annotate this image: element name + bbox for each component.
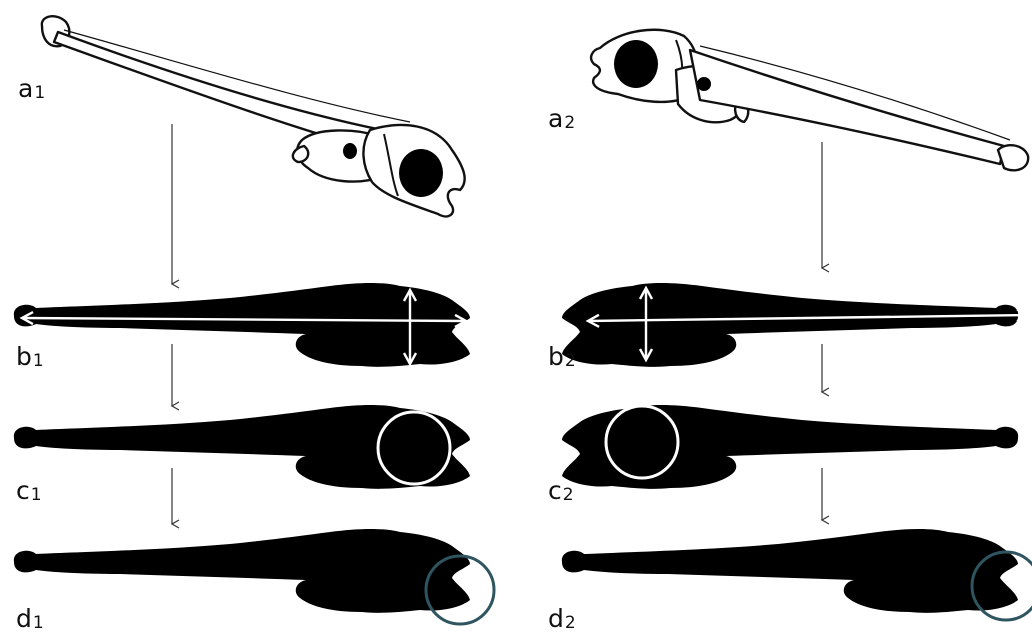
eye-a2 (614, 40, 658, 88)
label-c2-letter: c (548, 476, 562, 505)
label-d2: d2 (548, 606, 576, 631)
label-b1: b1 (16, 344, 44, 369)
label-d2-letter: d (548, 604, 564, 633)
label-d1-sub: 1 (33, 613, 44, 633)
label-a1: a1 (18, 76, 45, 101)
silhouette-d2 (562, 529, 1018, 613)
label-b2: b2 (548, 344, 576, 369)
label-d1: d1 (16, 606, 44, 631)
swim-bladder-a2 (697, 77, 711, 91)
larva-drawing-a1 (42, 16, 465, 216)
label-d1-letter: d (16, 604, 32, 633)
silhouette-c1 (14, 405, 470, 489)
label-b2-sub: 2 (565, 351, 576, 371)
label-d2-sub: 2 (565, 613, 576, 633)
silhouette-b1 (14, 283, 470, 367)
label-c1-letter: c (16, 476, 30, 505)
label-b2-letter: b (548, 342, 564, 371)
label-b1-sub: 1 (33, 351, 44, 371)
label-c2-sub: 2 (563, 485, 574, 505)
label-c1: c1 (16, 478, 42, 503)
label-a2: a2 (548, 106, 575, 131)
label-c2: c2 (548, 478, 574, 503)
swim-bladder-a1 (343, 143, 357, 159)
silhouette-d1 (14, 529, 470, 613)
eye-a1 (399, 149, 443, 197)
label-c1-sub: 1 (31, 485, 42, 505)
label-a1-letter: a (18, 74, 33, 103)
label-a1-sub: 1 (34, 83, 45, 103)
silhouette-b2 (562, 283, 1028, 367)
label-a2-letter: a (548, 104, 563, 133)
label-b1-letter: b (16, 342, 32, 371)
larva-drawing-a2 (591, 30, 1028, 171)
label-a2-sub: 2 (564, 113, 575, 133)
